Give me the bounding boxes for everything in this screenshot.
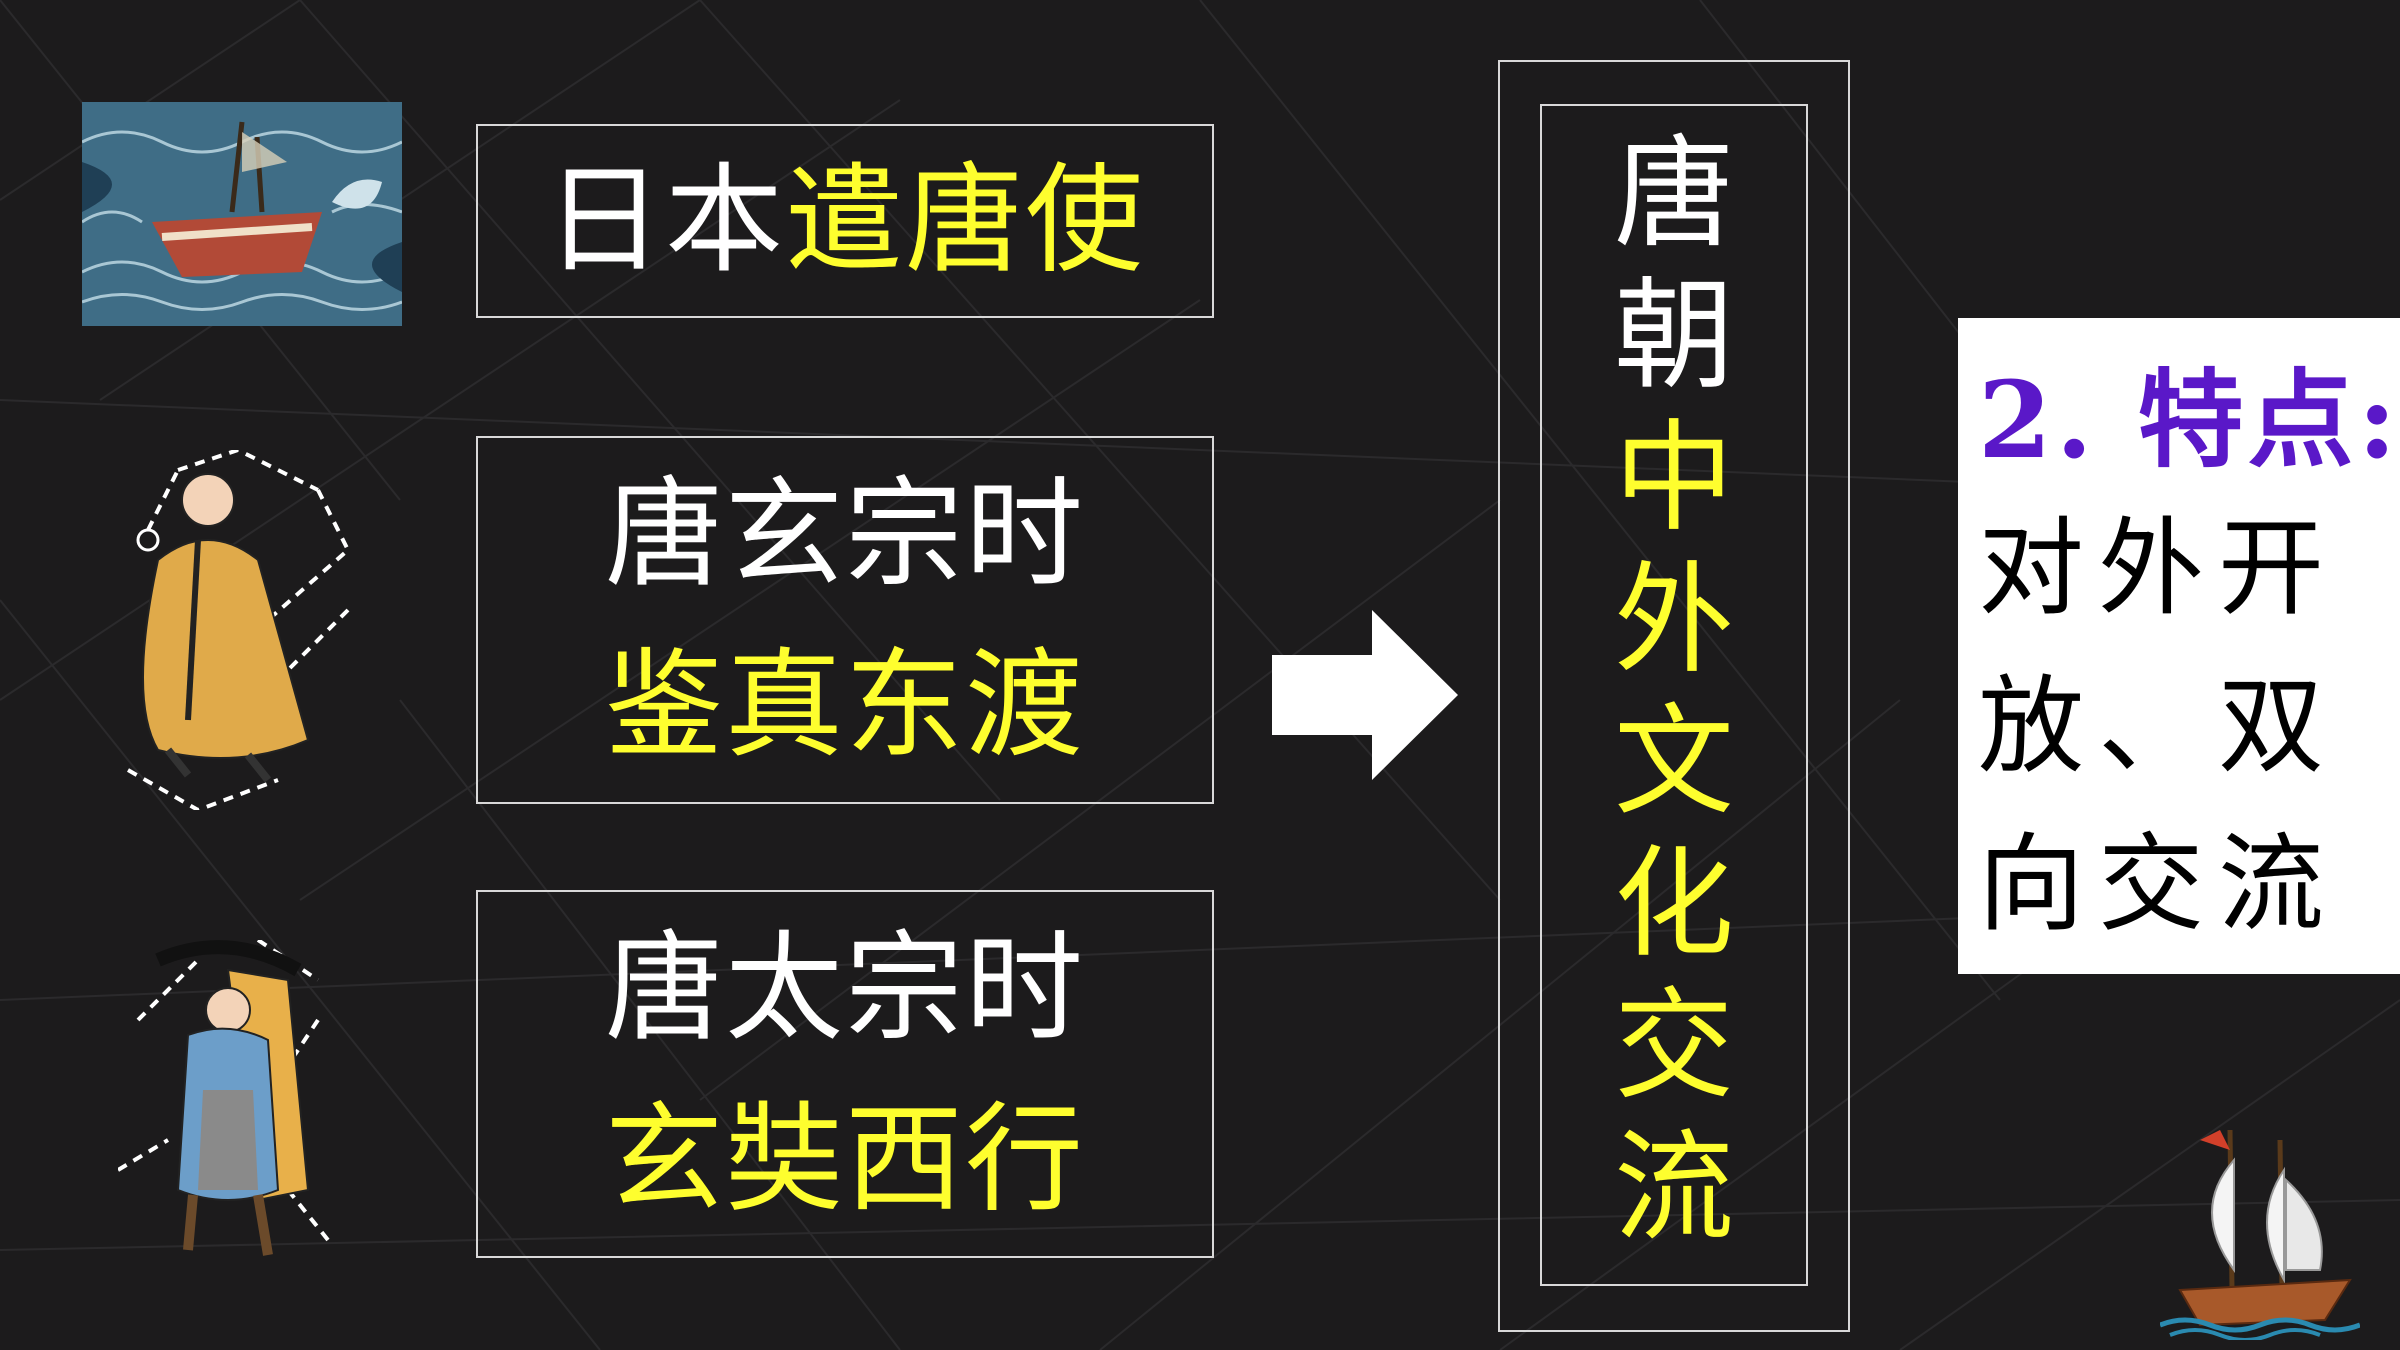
center-char: 文 [1614,693,1734,832]
center-char: 交 [1614,977,1734,1116]
envoys-highlight: 遣唐使 [785,151,1146,290]
sailboat-icon [2160,1129,2360,1340]
feature-title: 2. 特点: [1978,357,2400,482]
xuanzang-line1: 唐太宗时 [604,918,1085,1057]
center-panel-outer-frame [1498,60,1850,1332]
center-char: 流 [1614,1119,1734,1258]
right-arrow-icon [1272,610,1458,780]
center-char: 中 [1614,409,1734,548]
feature-line: 放、双 [1978,665,2338,788]
jianzhen-box: 唐玄宗时 鉴真东渡 [476,436,1214,804]
center-panel: 唐 朝 中 外 文 化 交 流 [1540,104,1808,1286]
envoys-box: 日本遣唐使 [476,124,1214,318]
jianzhen-line1: 唐玄宗时 [604,464,1085,603]
center-char: 化 [1614,835,1734,974]
feature-line: 向交流 [1978,823,2338,946]
center-char: 朝 [1614,267,1734,406]
feature-line: 对外开 [1978,507,2338,630]
jianzhen-line2: 鉴真东渡 [604,636,1085,774]
xuanzang-box: 唐太宗时 玄奘西行 [476,890,1214,1258]
xuanzang-line2: 玄奘西行 [604,1090,1085,1228]
center-char: 外 [1614,551,1734,690]
monk-xuanzang-image [118,940,330,1256]
feature-card: 2. 特点: 对外开 放、双 向交流 [1958,318,2400,974]
monk-jianzhen-image [127,450,351,810]
ship-painting-image [82,102,402,326]
envoys-text: 日本遣唐使 [545,135,1145,306]
envoys-prefix: 日本 [544,151,785,290]
center-char: 唐 [1614,125,1734,264]
